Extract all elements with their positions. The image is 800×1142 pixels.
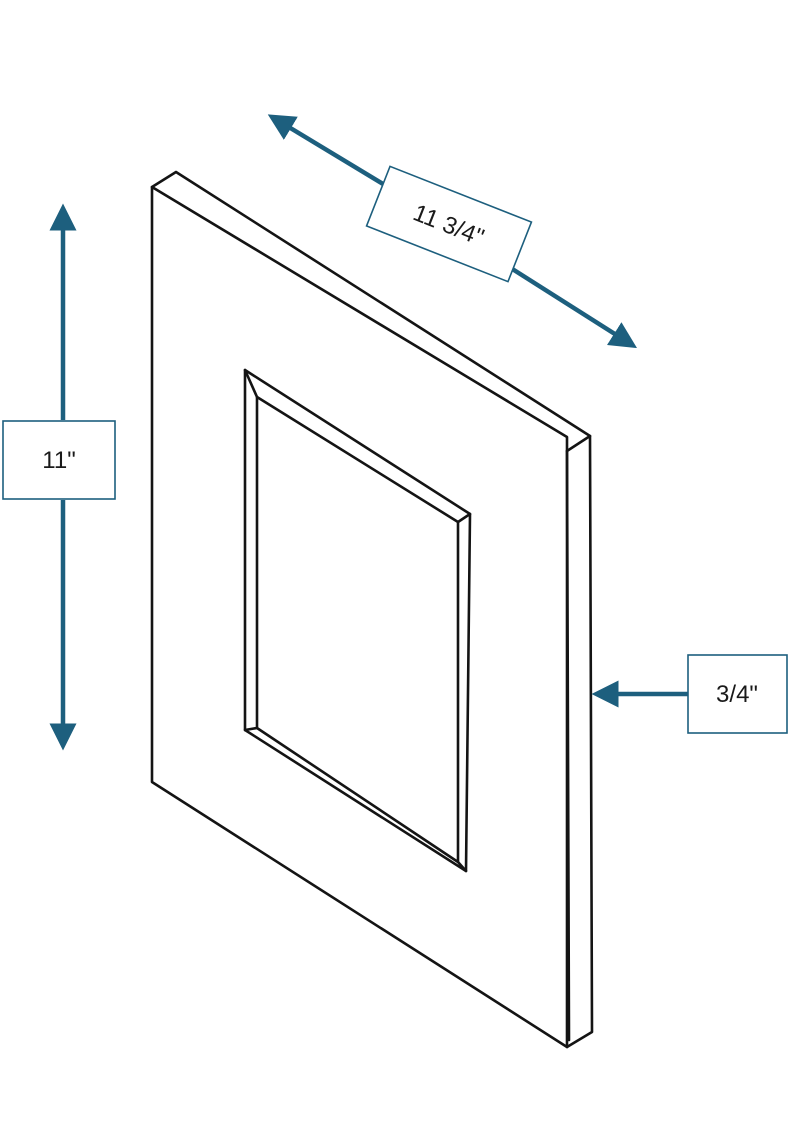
width-arrow-down-right: [504, 263, 638, 349]
bevel-corner-top-left: [243, 368, 259, 399]
height-dimension: 11": [2, 203, 116, 751]
door-front-face: [150, 185, 569, 1049]
door-side-inner-edge: [565, 449, 571, 1042]
thickness-dimension: 3/4": [591, 654, 788, 734]
door-top-edge: [150, 170, 592, 453]
height-label-box: [2, 420, 116, 500]
bevel-corner-bottom-right: [456, 860, 468, 873]
width-arrow-up-left: [267, 114, 390, 189]
center-panel-inner: [255, 395, 460, 864]
width-dimension: 11 3/4": [267, 114, 638, 349]
width-label-box: [365, 165, 533, 283]
door-side-edge: [565, 434, 594, 1049]
bevel-corner-bottom-left: [243, 726, 259, 732]
thickness-label: 3/4": [716, 681, 758, 708]
height-label: 11": [42, 447, 75, 474]
thickness-label-box: [687, 654, 788, 734]
bevel-corner-top-right: [456, 512, 472, 524]
door-panel: [150, 170, 594, 1049]
